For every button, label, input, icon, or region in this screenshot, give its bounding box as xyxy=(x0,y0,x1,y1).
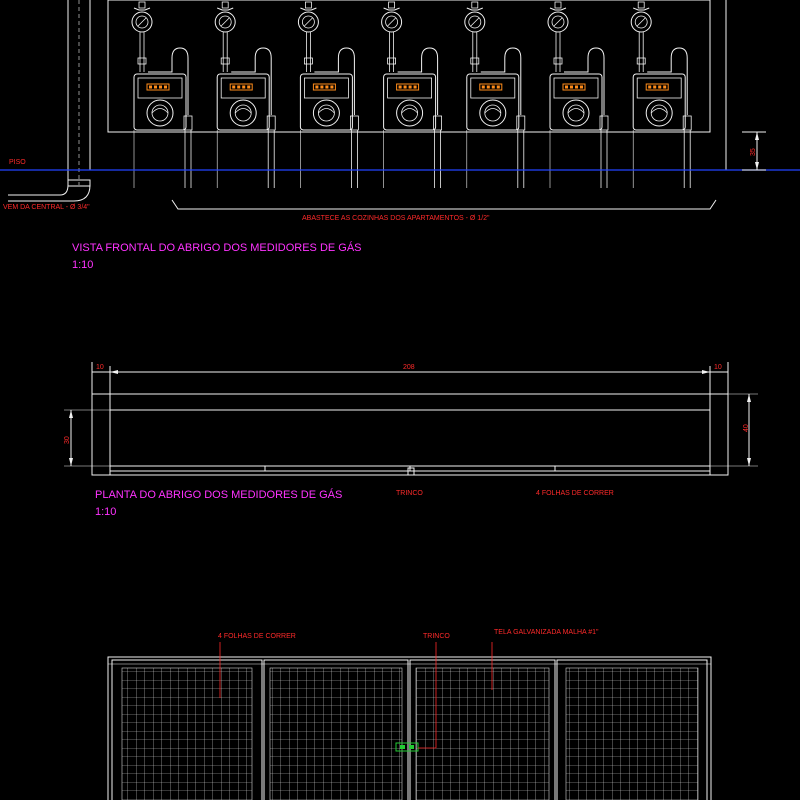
pipe-fitting xyxy=(67,179,91,187)
meter-display-icon xyxy=(479,83,503,91)
front-latch-label: TRINCO xyxy=(423,633,450,640)
gas-meter-assembly xyxy=(131,1,193,188)
meter-display-icon xyxy=(645,83,669,91)
inlet-pipe-bottom xyxy=(8,184,91,202)
elevation-view: PISO VEM DA CENTRAL - Ø 3/4" ABASTECE AS… xyxy=(0,0,800,271)
gas-meter-icon xyxy=(216,73,270,131)
outlet-valve-icon xyxy=(682,115,692,131)
gas-meter-icon xyxy=(632,73,686,131)
mesh-panel-1 xyxy=(121,667,253,800)
floor-label: PISO xyxy=(9,159,26,166)
latch-symbol xyxy=(407,467,415,476)
door-panel-1 xyxy=(111,659,263,800)
meter-cabinet xyxy=(107,0,711,133)
mesh-panel-3 xyxy=(415,667,550,800)
plan-scale: 1:10 xyxy=(95,506,116,518)
dim-arrow xyxy=(747,394,751,402)
dim-left-value: 10 xyxy=(96,364,104,371)
regulator-icon xyxy=(464,11,486,33)
door-panel-4 xyxy=(556,659,708,800)
plan-view: 10 208 10 30 40 TRINCO 4 FOLHAS DE CORRE… xyxy=(64,362,758,518)
dim-arrow xyxy=(110,370,118,374)
regulator-icon xyxy=(297,11,319,33)
plan-latch-label: TRINCO xyxy=(396,490,423,497)
gas-meter-assembly xyxy=(214,1,276,188)
latch-icon xyxy=(395,742,419,752)
sliding-door-leaf-1 xyxy=(109,465,266,472)
meters-group xyxy=(131,1,692,188)
door-frame xyxy=(107,656,712,800)
regulator-icon xyxy=(630,11,652,33)
regulator-icon xyxy=(131,11,153,33)
gas-meter-icon xyxy=(299,73,353,131)
gas-meter-assembly xyxy=(297,1,359,188)
dim-arrow xyxy=(69,410,73,418)
outlet-valve-icon xyxy=(266,115,276,131)
outlet-valve-icon xyxy=(349,115,359,131)
sliding-door-leaf-2 xyxy=(264,465,411,472)
outlet-valve-icon xyxy=(516,115,526,131)
gas-meter-assembly xyxy=(547,1,609,188)
meter-display-icon xyxy=(562,83,586,91)
dimension-arrow-down xyxy=(755,162,759,170)
outlet-valve-icon xyxy=(599,115,609,131)
meter-display-icon xyxy=(146,83,170,91)
mesh-panel-4 xyxy=(565,667,699,800)
door-panel-2 xyxy=(263,659,409,800)
outlet-valve-icon xyxy=(433,115,443,131)
mesh-panel-2 xyxy=(269,667,403,800)
plan-outer-wall xyxy=(91,393,729,476)
meter-display-icon xyxy=(396,83,420,91)
gas-meter-assembly xyxy=(464,1,526,188)
dim-arrow xyxy=(747,458,751,466)
meter-display-icon xyxy=(229,83,253,91)
dim-arrow xyxy=(69,458,73,466)
dim-arrow xyxy=(702,370,710,374)
door-front-view: 4 FOLHAS DE CORRER TRINCO TELA GALVANIZA… xyxy=(107,629,712,800)
gas-meter-icon xyxy=(466,73,520,131)
gas-meter-assembly xyxy=(381,1,443,188)
outer-depth-value: 40 xyxy=(743,424,750,432)
outlet-valve-icon xyxy=(183,115,193,131)
gas-meter-icon xyxy=(383,73,437,131)
height-dimension-value: 35 xyxy=(750,148,757,156)
dimension-arrow-up xyxy=(755,132,759,140)
elevation-title: VISTA FRONTAL DO ABRIGO DOS MEDIDORES DE… xyxy=(72,241,362,254)
inner-depth-value: 30 xyxy=(64,436,71,444)
gas-meter-icon xyxy=(549,73,603,131)
gas-meter-assembly xyxy=(630,1,692,188)
sliding-door-leaf-3 xyxy=(409,465,556,472)
front-mesh-label: TELA GALVANIZADA MALHA #1" xyxy=(494,629,599,636)
gas-meter-icon xyxy=(133,73,187,131)
meter-display-icon xyxy=(312,83,336,91)
door-panel-3 xyxy=(409,659,556,800)
outlet-brace xyxy=(171,199,717,210)
elevation-scale: 1:10 xyxy=(72,259,93,271)
inlet-pipe-top xyxy=(8,184,69,196)
plan-doors-label: 4 FOLHAS DE CORRER xyxy=(536,490,614,497)
plan-title: PLANTA DO ABRIGO DOS MEDIDORES DE GÁS xyxy=(95,488,342,501)
dim-total-value: 208 xyxy=(403,364,415,371)
dim-right-value: 10 xyxy=(714,364,722,371)
outlet-label: ABASTECE AS COZINHAS DOS APARTAMENTOS - … xyxy=(302,215,490,222)
front-doors-label: 4 FOLHAS DE CORRER xyxy=(218,633,296,640)
regulator-icon xyxy=(547,11,569,33)
regulator-icon xyxy=(214,11,236,33)
inlet-label: VEM DA CENTRAL - Ø 3/4" xyxy=(3,204,90,211)
plan-inner-wall xyxy=(109,409,711,475)
regulator-icon xyxy=(381,11,403,33)
sliding-door-leaf-4 xyxy=(554,465,711,472)
